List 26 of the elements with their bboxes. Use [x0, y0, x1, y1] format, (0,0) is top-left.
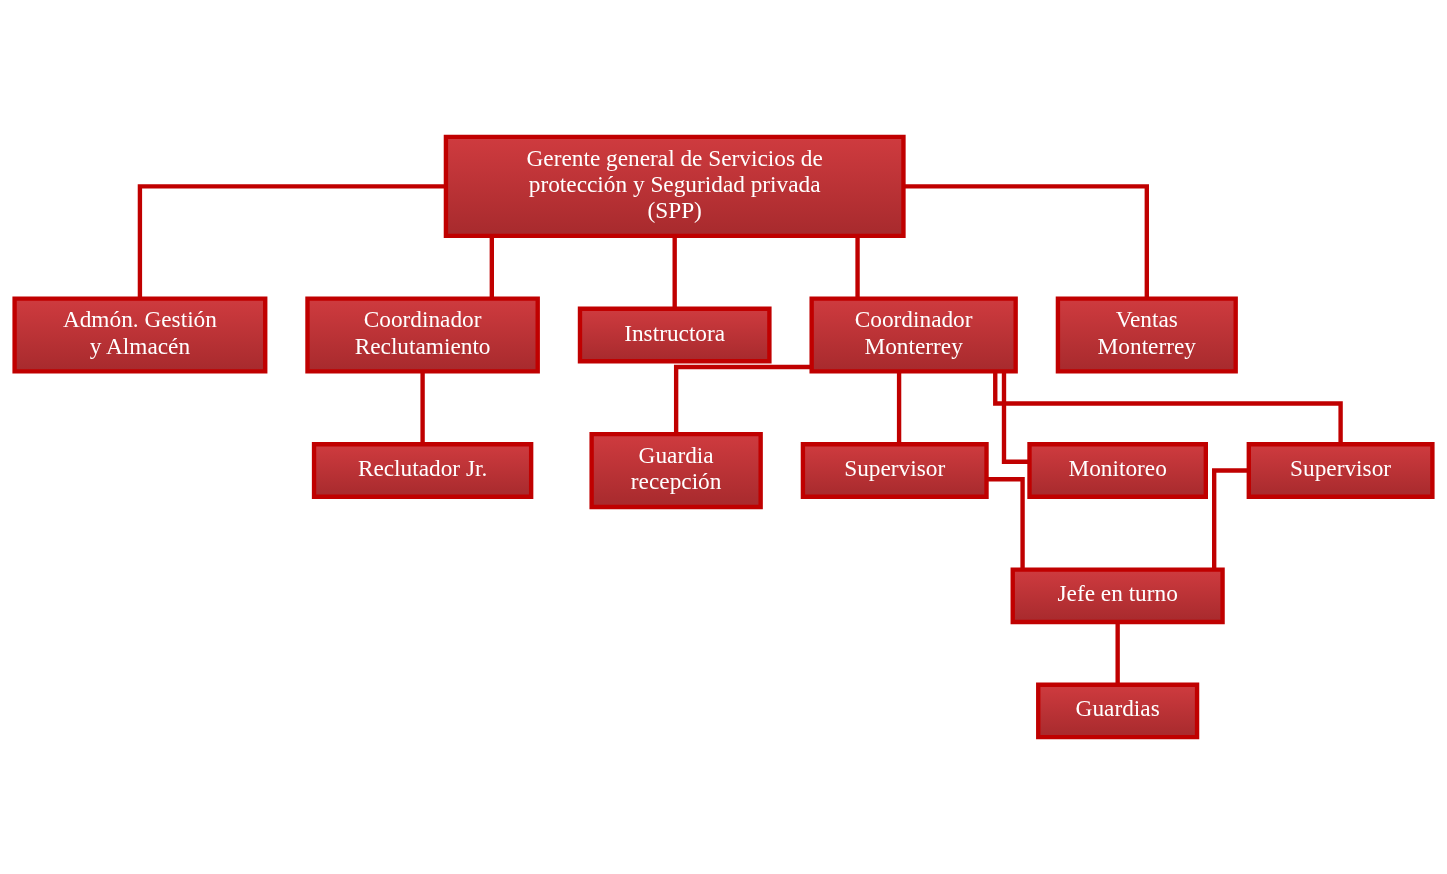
connector [1212, 468, 1249, 570]
node-box: Guardia recepción [589, 431, 763, 510]
node-box: Gerente general de Servicios de protección y Seguridad privada (SPP) [443, 134, 906, 239]
connector [903, 184, 1149, 299]
node-box: Coordinador Monterrey [809, 296, 1018, 374]
connector [1115, 622, 1120, 685]
node-box: Supervisor [1246, 442, 1435, 499]
node-box: Supervisor [800, 442, 989, 499]
node-box: Jefe en turno [1010, 567, 1225, 625]
connector [855, 236, 860, 299]
connector [896, 372, 902, 445]
connector [489, 236, 494, 299]
node-box: Guardias [1036, 682, 1200, 740]
node-box: Instructora [577, 306, 772, 364]
connector [672, 236, 677, 309]
connector [420, 372, 425, 445]
connector [1001, 371, 1030, 464]
connector [993, 371, 1343, 444]
connector [673, 364, 812, 434]
node-box: Ventas Monterrey [1055, 296, 1238, 374]
node-box: Reclutador Jr. [311, 442, 534, 499]
connector [986, 477, 1025, 570]
node-box: Monitoreo [1027, 442, 1208, 499]
node-box: Coordinador Reclutamiento [305, 296, 540, 374]
node-box: Admón. Gestión y Almacén [12, 296, 268, 374]
connector [137, 184, 446, 299]
